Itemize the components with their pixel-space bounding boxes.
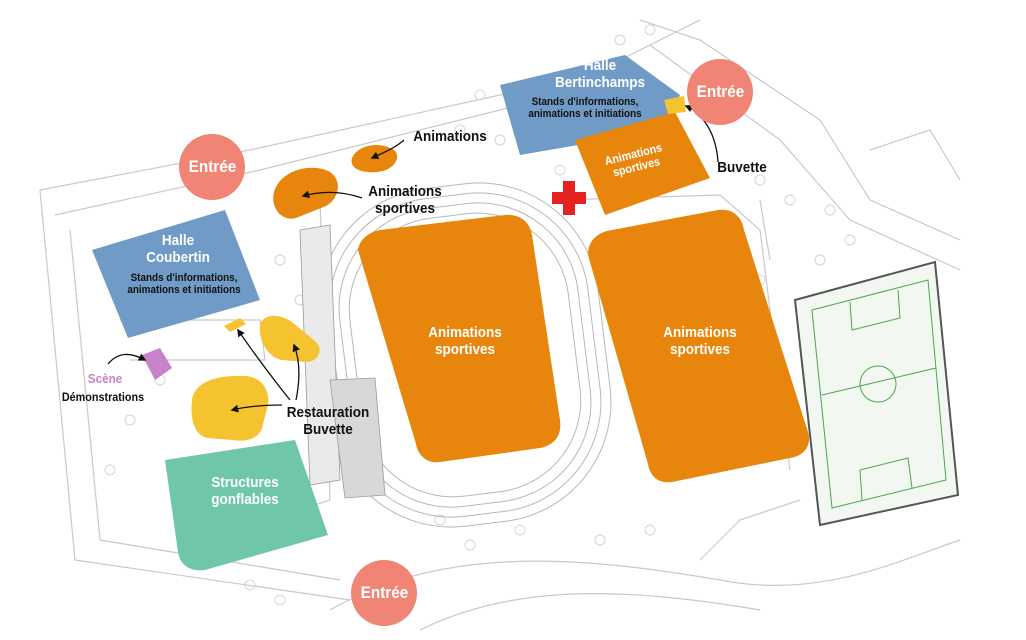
- callout-arrows: [107, 104, 719, 413]
- arrow-restauration-2: [292, 343, 300, 401]
- callout-animations-sportives: Animations sportives: [368, 183, 442, 217]
- zone-buvette-small[interactable]: [664, 96, 686, 114]
- arrow-restauration-3: [230, 404, 283, 413]
- callout-scene: Scène: [87, 371, 123, 386]
- halle-bertinchamps-title: Halle Bertinchamps: [554, 57, 646, 91]
- halle-coubertin-title: Halle Coubertin: [146, 232, 210, 266]
- callout-buvette: Buvette: [717, 159, 767, 176]
- zone-halle-coubertin[interactable]: [92, 210, 260, 338]
- arrow-animations-sportives: [301, 190, 363, 199]
- arrow-restauration-1: [237, 328, 291, 401]
- zone-nord-est-animations[interactable]: [575, 112, 710, 215]
- structures-gonflables-label: Structures gonflables: [211, 474, 279, 508]
- arrow-buvette: [684, 104, 719, 163]
- arrow-animations: [370, 139, 405, 159]
- halle-bertinchamps-subtitle: Stands d'informations, animations et ini…: [528, 96, 642, 121]
- zone-scene[interactable]: [142, 348, 172, 380]
- red-cross-icon: [552, 181, 586, 215]
- tree-dots: [104, 24, 856, 606]
- zone-terrain-animations[interactable]: [588, 209, 810, 483]
- zone-restauration-small[interactable]: [224, 318, 246, 332]
- callout-restauration-buvette: Restauration Buvette: [286, 404, 370, 438]
- entree-badge-left: Entrée: [179, 134, 245, 200]
- entree-badge-top-right: Entrée: [687, 59, 753, 125]
- callout-demonstrations: Démonstrations: [61, 390, 145, 404]
- zone-restauration-1[interactable]: [259, 315, 320, 362]
- zone-stade-animations[interactable]: [358, 214, 561, 463]
- entree-badge-bottom: Entrée: [351, 560, 417, 626]
- callout-animations: Animations: [413, 128, 487, 145]
- stade-animations-label: Animations sportives: [428, 324, 502, 358]
- zone-restauration-2[interactable]: [191, 375, 269, 441]
- halle-coubertin-subtitle: Stands d'informations, animations et ini…: [127, 272, 241, 297]
- zone-structures-gonflables[interactable]: [165, 440, 328, 571]
- terrain-animations-label: Animations sportives: [663, 324, 737, 358]
- grandstand: [299, 224, 386, 499]
- zone-animations-small-2[interactable]: [273, 167, 338, 219]
- arrow-scene: [107, 353, 147, 365]
- football-pitch: [793, 260, 960, 527]
